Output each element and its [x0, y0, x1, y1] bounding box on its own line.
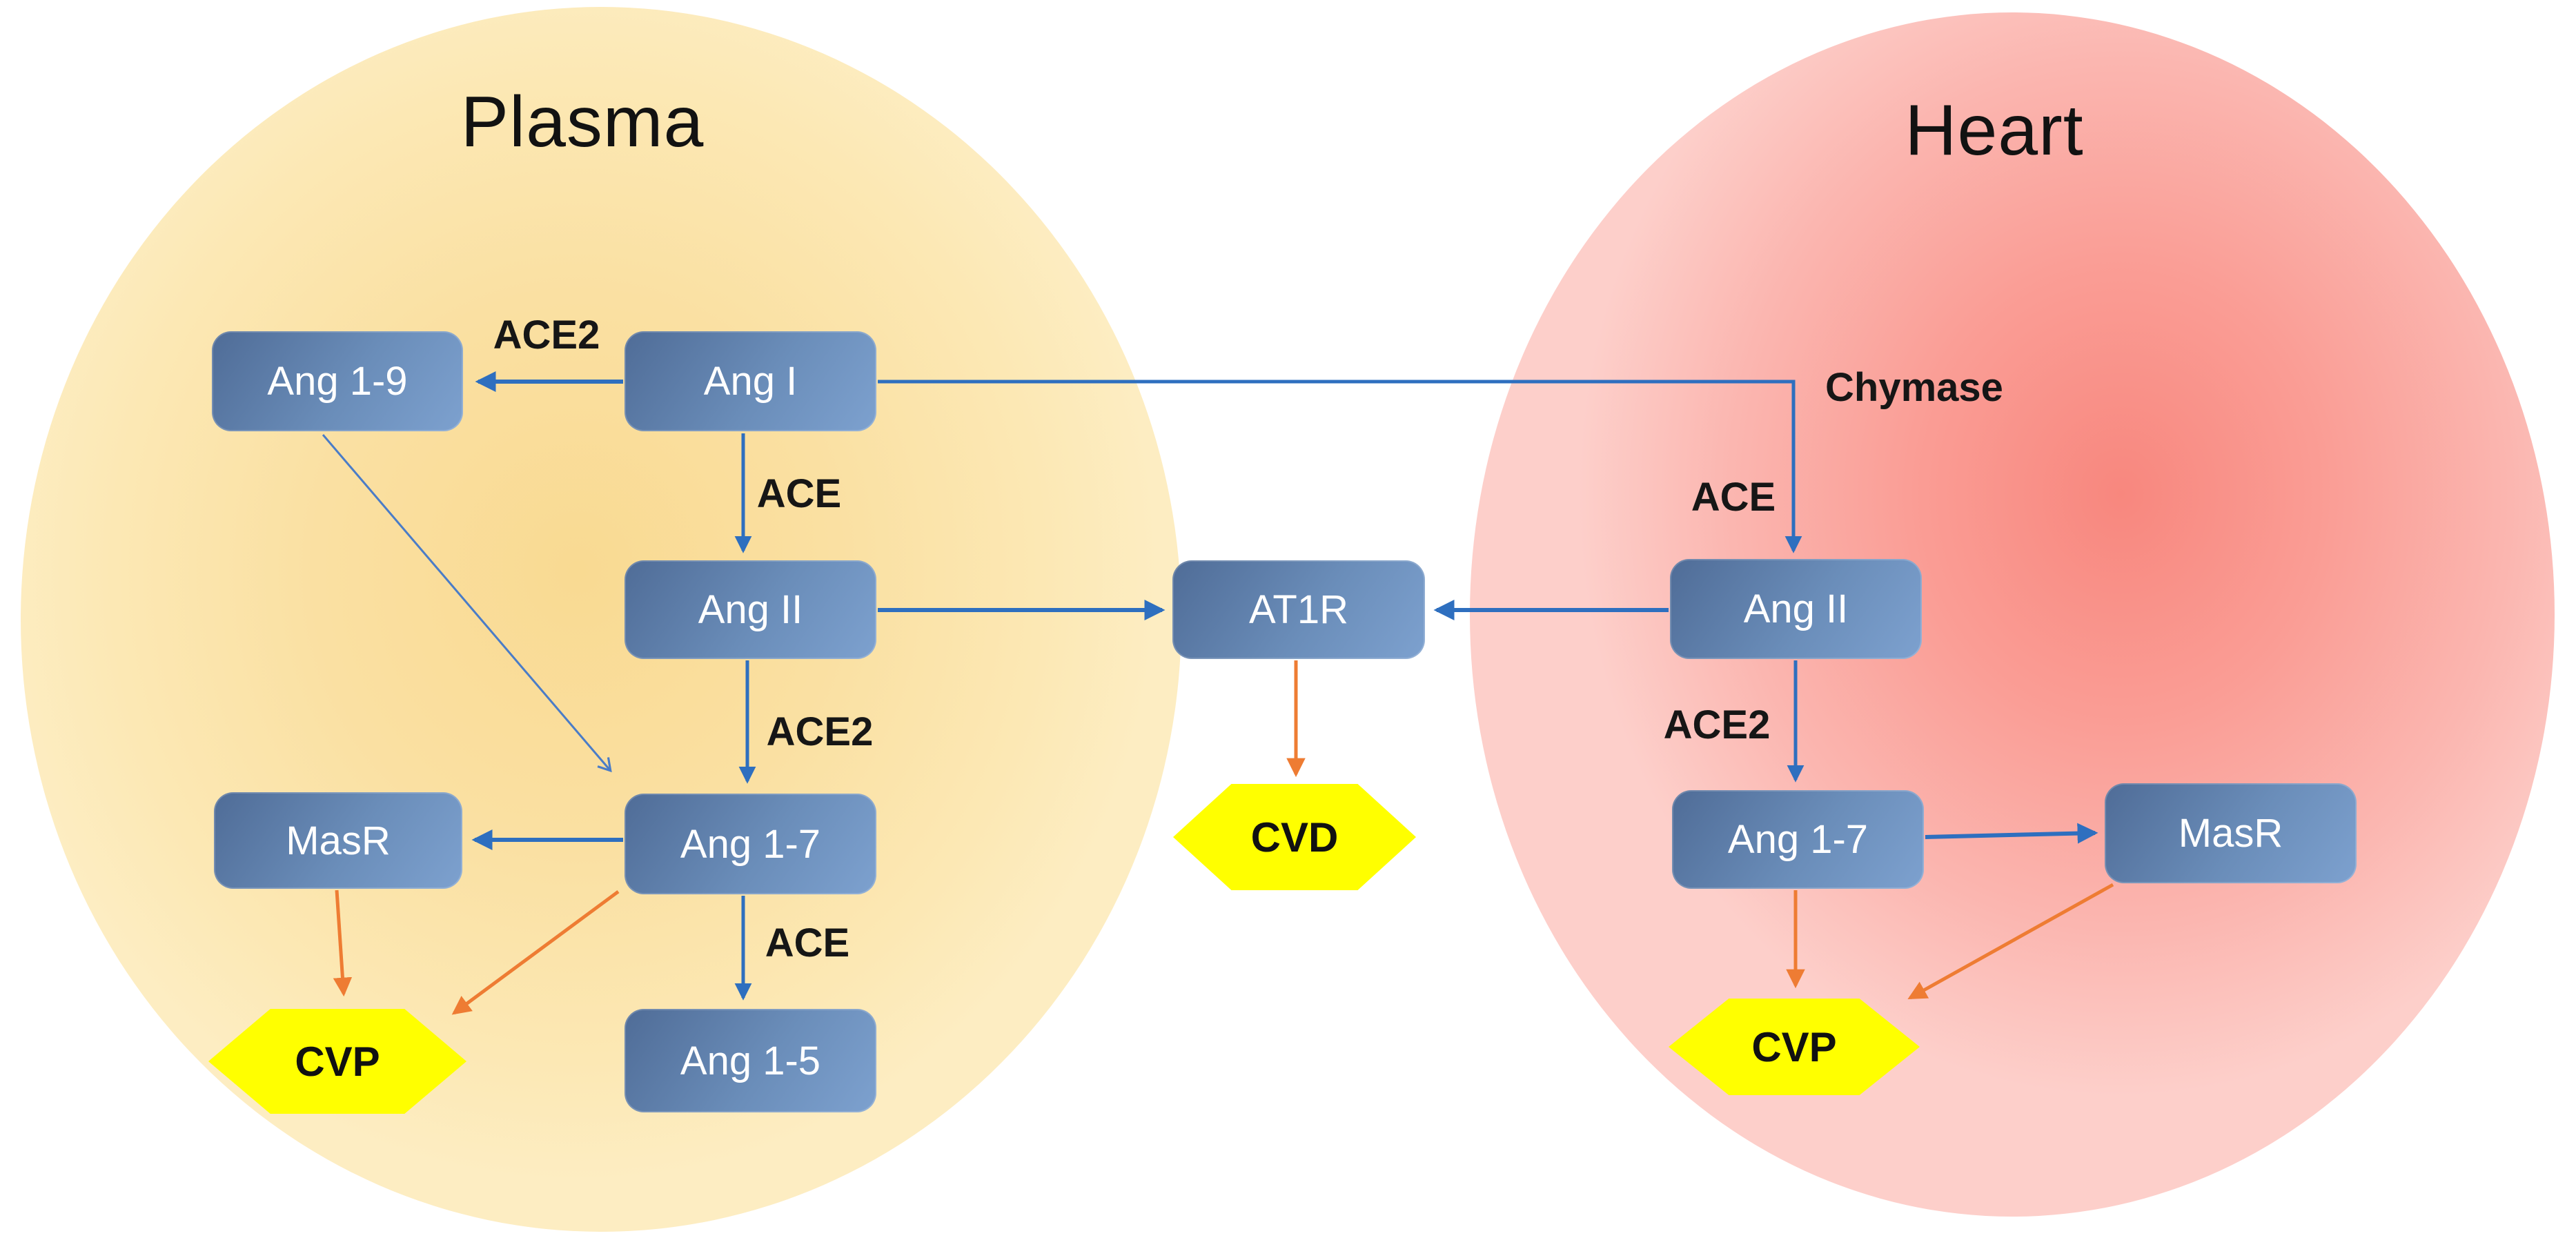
label-plasma-ace-top: ACE — [756, 471, 842, 516]
node-plasma-ang-ii: Ang II — [625, 560, 876, 659]
node-heart-ang-1-7: Ang 1-7 — [1672, 790, 1924, 889]
node-plasma-masr: MasR — [214, 792, 462, 889]
node-heart-cvp-hexagon: CVP — [1669, 999, 1920, 1095]
label-plasma-ace2-top: ACE2 — [493, 313, 600, 357]
label-heart-ace2: ACE2 — [1663, 702, 1771, 747]
plasma-region-title: Plasma — [460, 82, 705, 162]
heart-region-title: Heart — [1905, 90, 2084, 170]
edge-plasma-masr-to-cvp — [333, 890, 353, 997]
node-heart-masr: MasR — [2105, 783, 2357, 883]
heart-region-ellipse — [1470, 12, 2555, 1217]
edge-heart-ang17-to-masr — [1925, 823, 2098, 844]
node-heart-ang-ii: Ang II — [1670, 559, 1922, 659]
edge-heart-masr-to-cvp — [1907, 883, 2114, 1000]
edge-ang19-to-ang17-diagonal — [322, 434, 612, 773]
node-plasma-ang-1-9: Ang 1-9 — [212, 331, 463, 431]
node-at1r: AT1R — [1172, 560, 1425, 659]
label-plasma-ace-bottom: ACE — [765, 921, 850, 965]
node-cvd-hexagon: CVD — [1173, 784, 1416, 890]
edge-ang1-to-heart-ang2-chymase-ace — [878, 380, 1802, 553]
plasma-region-ellipse — [21, 7, 1181, 1232]
label-heart-ace: ACE — [1691, 475, 1776, 520]
label-heart-chymase: Chymase — [1825, 365, 2003, 410]
label-plasma-ace2-mid: ACE2 — [766, 709, 874, 754]
node-plasma-ang-1-7: Ang 1-7 — [625, 794, 876, 894]
node-plasma-ang-i: Ang I — [625, 331, 876, 431]
node-plasma-cvp-hexagon: CVP — [208, 1009, 466, 1114]
node-plasma-ang-1-5: Ang 1-5 — [625, 1009, 876, 1112]
edge-plasma-ang17-to-cvp — [451, 890, 620, 1015]
